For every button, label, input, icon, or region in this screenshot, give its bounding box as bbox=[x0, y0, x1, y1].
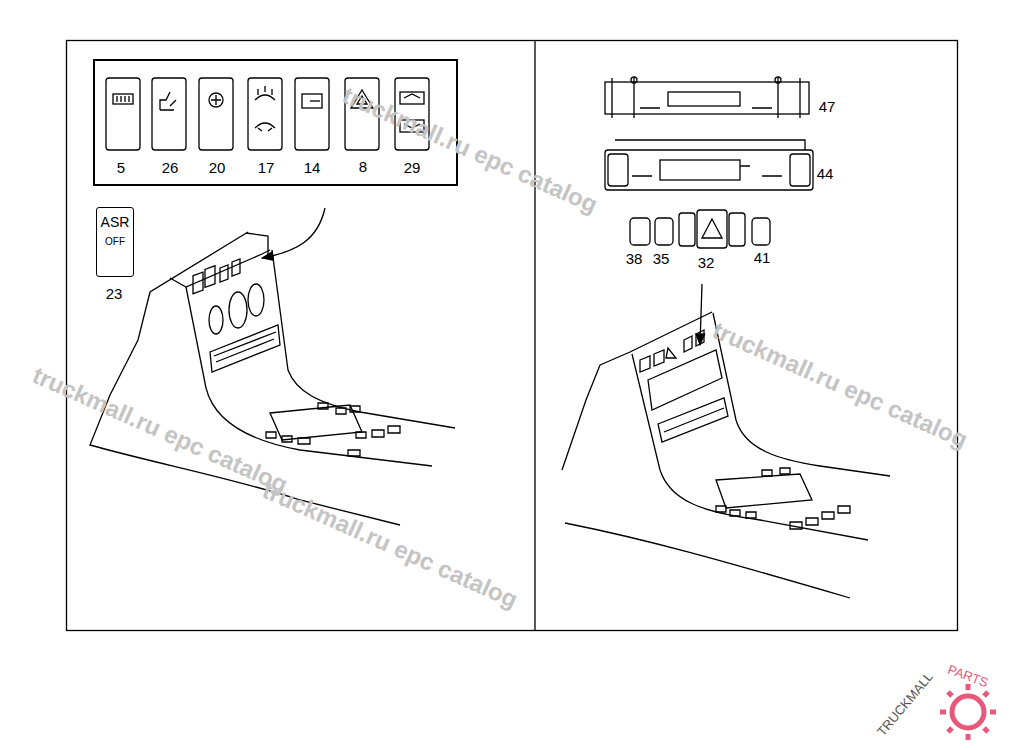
leader-arrow bbox=[700, 284, 702, 345]
callout-number: 8 bbox=[359, 159, 367, 174]
watermark: truckmall.ru epc catalog bbox=[709, 318, 971, 452]
watermark: truckmall.ru epc catalog bbox=[339, 83, 601, 217]
switch-text: OFF bbox=[105, 236, 125, 247]
callout-number: 5 bbox=[117, 160, 125, 175]
leader-arrow bbox=[262, 208, 325, 258]
divider bbox=[534, 40, 535, 631]
watermark: truckmall.ru epc catalog bbox=[29, 363, 291, 497]
switch-text: ASR bbox=[101, 214, 130, 230]
logo-gear bbox=[940, 684, 996, 740]
switch-panel bbox=[605, 77, 813, 248]
callout-number: 38 bbox=[626, 251, 643, 266]
frame bbox=[67, 41, 958, 631]
callout-number: 44 bbox=[817, 166, 834, 181]
callout-number: 41 bbox=[754, 250, 771, 265]
callout-number: 17 bbox=[258, 160, 275, 175]
callout-number: 26 bbox=[162, 160, 179, 175]
console-right bbox=[562, 312, 890, 598]
logo-text: TRUCKMALL bbox=[875, 670, 936, 739]
callout-number: 35 bbox=[653, 251, 670, 266]
callout-number: 20 bbox=[209, 160, 226, 175]
callout-number: 32 bbox=[698, 255, 715, 270]
callout-number: 14 bbox=[304, 160, 321, 175]
callout-number: 47 bbox=[819, 99, 836, 114]
callout-number: 29 bbox=[404, 160, 421, 175]
watermark: truckmall.ru epc catalog bbox=[259, 478, 521, 612]
logo-text: PARTS bbox=[946, 663, 990, 690]
callout-number: 23 bbox=[106, 286, 123, 301]
switch-button: ASR OFF bbox=[96, 207, 134, 277]
